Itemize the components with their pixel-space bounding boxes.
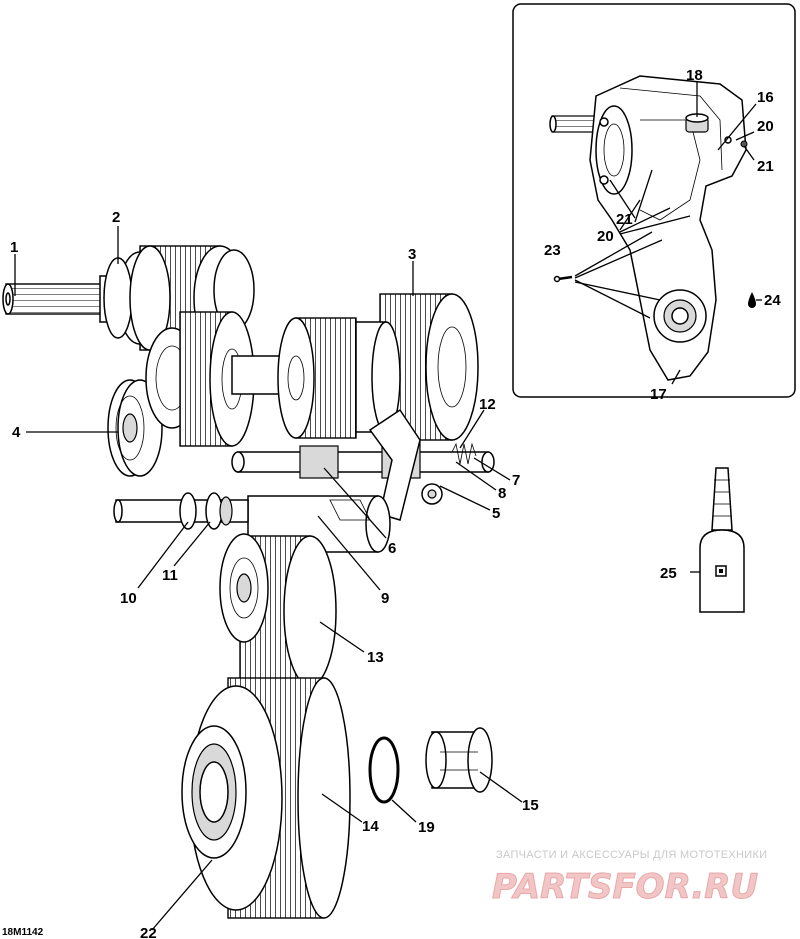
callout-20-second: 20: [597, 228, 614, 245]
watermark: ЗАПЧАСТИ И АКСЕССУАРЫ ДЛЯ МОТОТЕХНИКИ PA…: [492, 849, 768, 908]
callout-17: 17: [650, 386, 667, 403]
callout-22: 22: [140, 925, 157, 939]
watermark-brand: PARTSFOR.RU: [492, 867, 758, 907]
callout-20: 20: [757, 118, 774, 135]
callout-21: 21: [757, 158, 774, 175]
callout-23: 23: [544, 242, 561, 259]
document-code: 18M1142: [2, 927, 44, 938]
callout-21-second: 21: [616, 211, 633, 228]
transmission-housing-drawing: [549, 75, 756, 381]
callout-8: 8: [498, 485, 506, 502]
callout-14: 14: [362, 818, 379, 835]
callout-24: 24: [764, 292, 781, 309]
callout-16: 16: [757, 89, 774, 106]
callout-4: 4: [12, 424, 21, 441]
second-shaft-gears: [145, 311, 313, 447]
callout-19: 19: [418, 819, 435, 836]
shaft-end-10-11: [113, 492, 249, 530]
bushing-15: [425, 727, 493, 793]
callout-5: 5: [492, 505, 500, 522]
callout-10: 10: [120, 590, 137, 607]
callout-11: 11: [162, 567, 178, 584]
callout-2: 2: [112, 209, 120, 226]
callout-1: 1: [10, 239, 18, 256]
o-ring-19: [368, 736, 400, 804]
callout-25: 25: [660, 565, 677, 582]
callout-12: 12: [479, 396, 496, 413]
callout-3: 3: [408, 246, 416, 263]
gear-13: [219, 533, 337, 687]
gear-14-with-hub-22: [181, 677, 351, 919]
countershaft-gears-3: [277, 293, 479, 441]
callout-15: 15: [522, 797, 539, 814]
main-leader-lines: [14, 226, 700, 931]
shift-rail-assembly: [231, 408, 495, 521]
callout-9: 9: [381, 590, 389, 607]
housing-inset-panel: 18 16 20 21 21 20 23 24 17: [512, 3, 796, 403]
callout-6: 6: [388, 540, 396, 557]
callout-18: 18: [686, 67, 703, 84]
oil-bottle-25: [699, 467, 745, 613]
callout-13: 13: [367, 649, 384, 666]
inset-leader-lines: [574, 82, 762, 385]
callout-7: 7: [512, 472, 520, 489]
watermark-tagline: ЗАПЧАСТИ И АКСЕССУАРЫ ДЛЯ МОТОТЕХНИКИ: [496, 849, 767, 861]
